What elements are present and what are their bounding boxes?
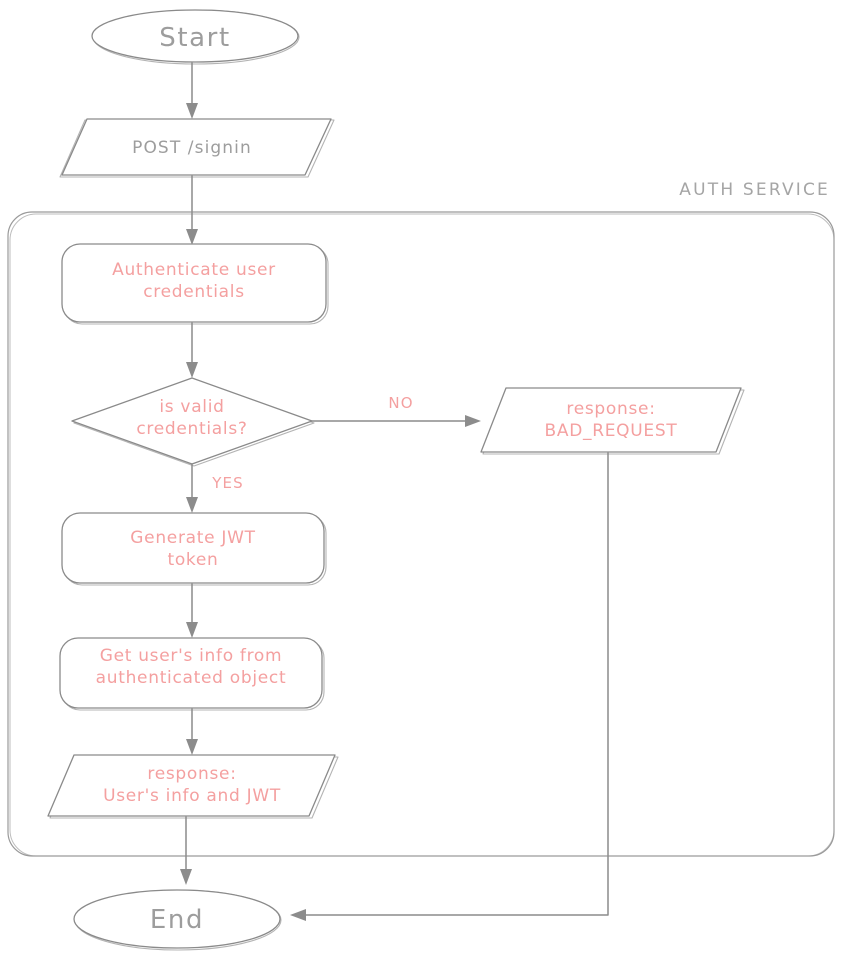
node-authenticate-shape[interactable] (61, 243, 329, 325)
edge-label-yes: YES (212, 474, 244, 492)
response-parallelogram (47, 754, 336, 817)
edge-bad-request-to-end (290, 452, 609, 921)
authenticate-rect (61, 243, 327, 323)
edge-start-to-post (186, 62, 198, 119)
group-auth-service (7, 211, 835, 857)
node-start-shape[interactable] (91, 9, 300, 65)
node-post-signin-shape[interactable] (59, 118, 335, 178)
post-parallelogram (61, 118, 332, 176)
node-is-valid-label: is valid credentials? (136, 397, 248, 440)
node-end-label: End (149, 905, 205, 935)
node-get-user-info-shape[interactable] (59, 637, 325, 711)
end-ellipse (73, 889, 281, 949)
edge-post-to-authenticate (186, 175, 198, 245)
node-post-signin-label: POST /signin (132, 138, 252, 158)
edge-response-to-end (180, 816, 192, 885)
edge-get-user-info-to-response (186, 708, 198, 755)
edge-label-no: NO (388, 394, 414, 412)
node-get-user-info-label: Get user's info from authenticated objec… (95, 646, 287, 689)
group-auth-service-label: AUTH SERVICE (679, 180, 830, 200)
edge-decision-yes-to-generate-jwt (186, 463, 198, 513)
node-start-label: Start (159, 23, 231, 53)
node-authenticate-label: Authenticate user credentials (112, 260, 276, 303)
node-generate-jwt-label: Generate JWT token (130, 528, 256, 571)
node-bad-request-shape[interactable] (480, 387, 745, 455)
group-border (7, 211, 835, 857)
node-generate-jwt-shape[interactable] (61, 512, 327, 586)
bad-request-parallelogram (480, 387, 742, 453)
node-response-success-label: response: User's info and JWT (103, 764, 281, 807)
edge-authenticate-to-decision (186, 322, 198, 378)
edge-generate-jwt-to-get-user-info (186, 583, 198, 638)
start-ellipse (91, 9, 299, 63)
generate-jwt-rect (61, 512, 325, 584)
get-user-info-rect (59, 637, 323, 709)
edge-decision-no-to-bad-request (311, 415, 481, 427)
node-bad-request-label: response: BAD_REQUEST (544, 399, 678, 442)
node-response-success-shape[interactable] (47, 754, 339, 819)
node-end-shape[interactable] (73, 889, 282, 951)
